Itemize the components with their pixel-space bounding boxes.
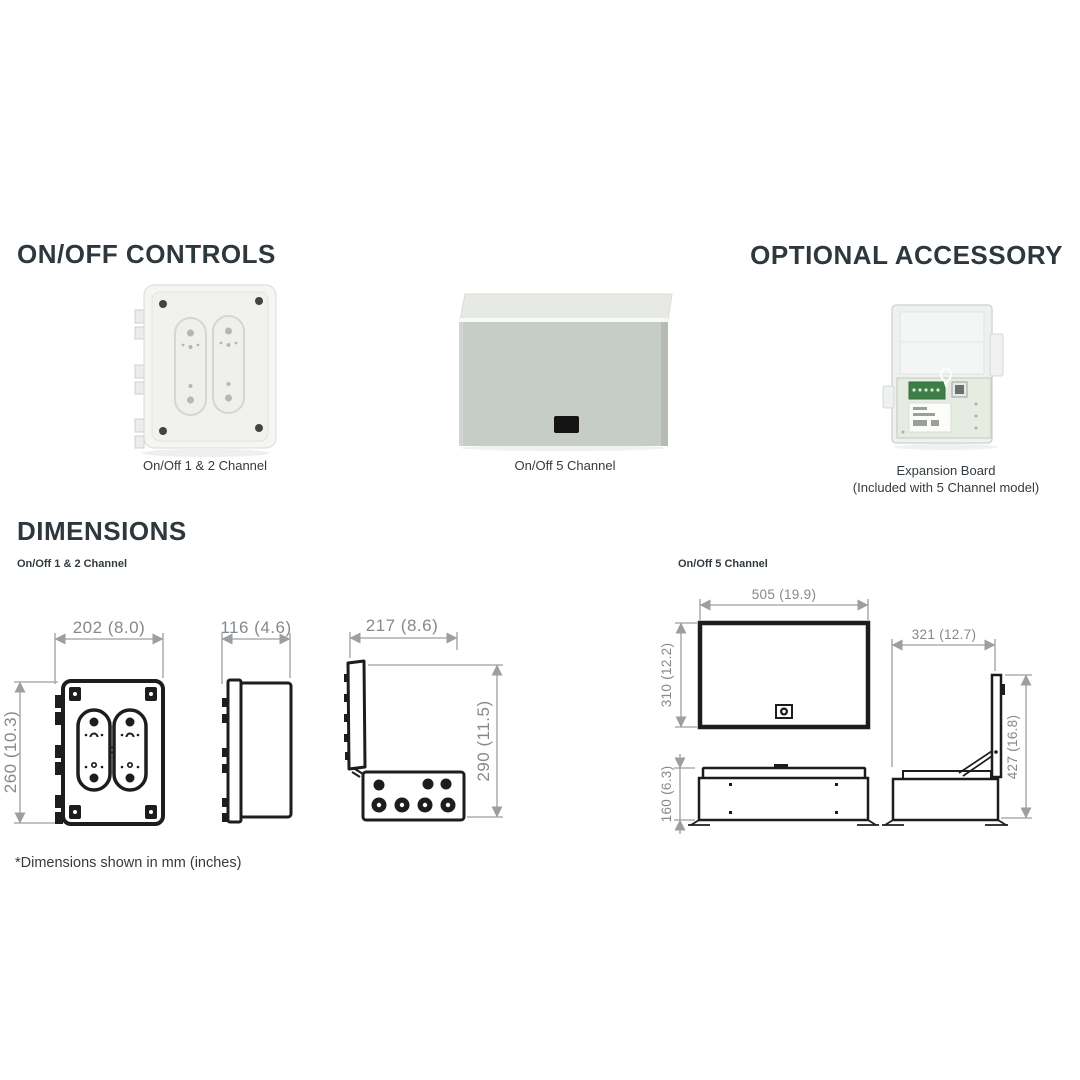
side-height-dim-text: 427 (16.8) — [1005, 715, 1020, 780]
box-left-shade — [459, 322, 463, 446]
housing-left-tab — [882, 385, 895, 409]
terminal-pins — [912, 388, 940, 392]
hinge-tabs — [134, 309, 146, 449]
product-caption-1-2-channel: On/Off 1 & 2 Channel — [142, 458, 268, 473]
front-view-5: 505 (19.9) 310 (12.2) — [659, 587, 871, 730]
enclosure-door — [151, 291, 269, 442]
drawings-1-2-channel: 202 (8.0) 260 (10.3) — [1, 616, 503, 826]
hinges — [55, 695, 63, 824]
corner-tabs — [69, 687, 157, 819]
shadow — [894, 444, 998, 450]
open-lid-panel — [346, 659, 367, 771]
feet — [688, 819, 879, 826]
front-height-dim-text: 260 (10.3) — [1, 711, 20, 794]
top-tab — [774, 764, 788, 769]
connector-pin — [955, 385, 964, 394]
front-height-dim-text: 310 (12.2) — [659, 643, 674, 708]
expansion-caption-line2: (Included with 5 Channel model) — [852, 479, 1040, 495]
body-outline — [238, 681, 293, 819]
open-height-dim-text: 290 (11.5) — [474, 700, 493, 781]
dimensions-label-5-channel: On/Off 5 Channel — [678, 558, 768, 570]
cable-glands — [371, 778, 456, 813]
expansion-caption-line1: Expansion Board — [896, 463, 996, 478]
lid-latch-mark — [1001, 684, 1005, 695]
screw-dots — [729, 783, 838, 814]
open-base-outline — [891, 777, 1000, 822]
closed-height-dim-text: 160 (6.3) — [659, 766, 674, 823]
pcb-vias — [901, 402, 978, 434]
side-width-dim-text: 321 (12.7) — [912, 627, 977, 642]
mount-capsules — [174, 315, 245, 416]
front-width-dim-text: 202 (8.0) — [73, 618, 146, 637]
open-width-dim-text: 217 (8.6) — [366, 616, 439, 635]
box-right-shade — [661, 322, 668, 446]
dimensions-section-title: DIMENSIONS — [17, 516, 187, 546]
strut-line-2 — [962, 753, 996, 777]
product-caption-expansion: Expansion Board (Included with 5 Channel… — [840, 463, 1052, 496]
box-top-edge — [460, 318, 668, 322]
controls-section-title: ON/OFF CONTROLS — [17, 239, 276, 269]
feet — [882, 819, 1008, 826]
lid-panel — [226, 678, 243, 824]
hinge-nubs — [222, 698, 228, 822]
closed-base-outline — [697, 776, 870, 822]
corner-screws — [159, 297, 263, 435]
drawings-5-channel: 505 (19.9) 310 (12.2) 160 (6.3) — [659, 587, 1032, 834]
dimensions-label-1-2-channel: On/Off 1 & 2 Channel — [17, 558, 128, 570]
label-print — [913, 407, 939, 426]
closed-view-5: 160 (6.3) — [659, 754, 879, 834]
dimensions-footnote: *Dimensions shown in mm (inches) — [15, 855, 242, 871]
accessory-section-title: OPTIONAL ACCESSORY — [750, 240, 1063, 270]
product-photo-1-2-channel — [134, 284, 277, 457]
capsule-details — [84, 717, 140, 783]
product-photo-5-channel — [459, 293, 673, 451]
strut-line-1 — [958, 750, 993, 774]
shadow — [142, 449, 270, 457]
product-caption-5-channel: On/Off 5 Channel — [514, 458, 616, 473]
housing-cover — [899, 311, 985, 375]
strut-pivot — [994, 750, 998, 754]
open-side-view-5: 321 (12.7) 427 (16.8) — [882, 627, 1032, 826]
product-photo-expansion-board — [882, 304, 1004, 450]
side-width-dim-text: 116 (4.6) — [220, 618, 291, 637]
open-lid-outline — [990, 673, 1003, 779]
open-view-1-2: 217 (8.6) 290 (11.5) — [344, 616, 503, 822]
pull-loop — [940, 367, 952, 390]
front-width-dim-text: 505 (19.9) — [752, 587, 817, 602]
side-view-1-2: 116 (4.6) — [220, 618, 293, 824]
shadow — [461, 445, 665, 451]
box-bottom-outline — [361, 770, 466, 822]
front-view-1-2: 202 (8.0) 260 (10.3) — [1, 618, 165, 826]
box-top-face — [459, 293, 673, 321]
housing-right-tab — [989, 333, 1004, 377]
latch — [554, 416, 579, 433]
